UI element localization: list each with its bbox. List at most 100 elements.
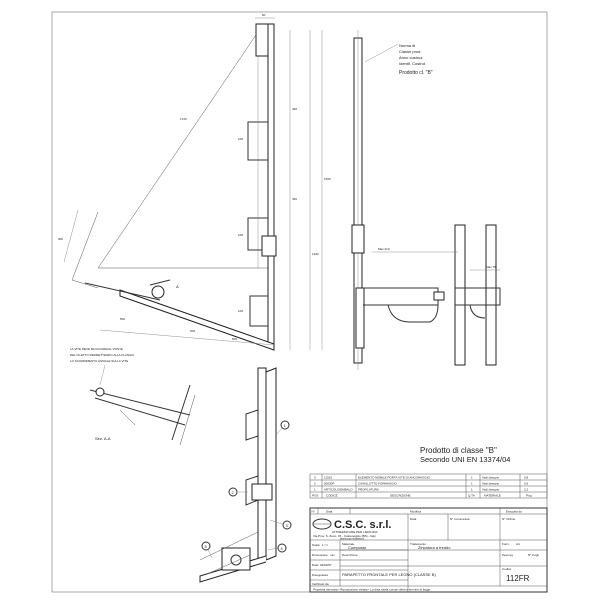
bracket-upper — [247, 121, 268, 161]
note-line-3: LO SCORRIMENTO ASSIALE SULLA VITE — [70, 359, 128, 363]
foglio-label: N° Fogli — [528, 553, 539, 557]
detail-post-left — [454, 224, 466, 366]
iso-bracket-2 — [245, 475, 259, 506]
bom-header-mat: MATERIALE — [484, 494, 501, 498]
field-data-value: 02/02/07 — [320, 563, 332, 567]
callout-line-3: Anno costruz. — [399, 55, 423, 60]
dim-board-length: 500 — [120, 317, 125, 321]
bracket-lower — [249, 295, 268, 327]
description-label: Descrizione — [342, 553, 358, 557]
construction-triangle — [97, 31, 272, 269]
approval-header-commessa: N° Commessa — [450, 517, 470, 521]
dim-top-width: 60 — [262, 13, 266, 17]
section-a-a-view: LA VITE DEVE BLOCCARE/AL PONTE DEL FILET… — [70, 347, 196, 446]
bracket-middle — [247, 217, 268, 251]
balloon-1-leader — [275, 427, 283, 436]
dim-offset-2: 100 — [238, 233, 243, 237]
rev-header-n: N° — [312, 510, 316, 514]
field-designer-label: Disegnatore — [312, 573, 329, 577]
dim-height-2: 460 — [292, 197, 297, 201]
balloon-1-text: 1 — [284, 423, 287, 428]
bom-row-2-pos: 1 — [314, 488, 316, 492]
balloon-3 — [282, 520, 292, 530]
iso-post — [257, 367, 267, 559]
screw-clamp — [151, 285, 165, 299]
product-class-subtitle: Secondo UNI EN 13374/04 — [420, 455, 510, 464]
bom-row-1-mat: Vedi disegno — [482, 482, 500, 486]
material-value: Composto — [348, 545, 367, 550]
callout-line-2: Classe prod. — [399, 49, 421, 54]
dim-height-3: 1200 — [312, 252, 319, 256]
bom-row-0-desc: ELEMENTO MOBILE PORTA VITE DI ANCORAGGIO — [358, 476, 431, 480]
bom-row-2-mat: Vedi disegno — [482, 488, 500, 492]
section-screw-head — [95, 387, 105, 397]
dim-total-height: 1500 — [324, 177, 331, 181]
balloon-4-text: 4 — [281, 546, 284, 551]
clamp-detail-left: Max 210 — [363, 224, 466, 366]
note-line-1: LA VITE DEVE BLOCCARE/AL PONTE — [70, 347, 123, 351]
weight-label: Peso kg — [502, 553, 513, 557]
bom-header-code: CODICE — [326, 494, 338, 498]
bom-row-0-kg: 0,8 — [524, 476, 529, 480]
callout-product: Prodotto cl. "B" — [399, 70, 433, 76]
base-arm — [119, 289, 275, 351]
field-verified-label: Verificato da — [312, 582, 329, 586]
field-dim-value: mm — [330, 553, 335, 557]
iso-board-edge — [204, 554, 251, 576]
iso-screw-clamp — [221, 547, 251, 571]
dim-detail-right: Max 75 — [486, 265, 496, 269]
detail-nut — [433, 291, 445, 301]
iso-board — [199, 531, 259, 561]
bom-table: 3 11515 ELEMENTO MOBILE PORTA VITE DI AN… — [309, 473, 548, 499]
dim-diagonal: 1720 — [180, 117, 187, 121]
section-bar-bottom — [94, 397, 186, 426]
field-scala-label: Scala — [312, 543, 320, 547]
section-screw-thread — [179, 394, 196, 446]
balloon-1 — [280, 420, 290, 430]
rev-header-data: Data — [326, 510, 333, 514]
clamp-block-main — [261, 235, 277, 257]
format-value: A4 — [516, 542, 520, 546]
balloon-5-leader — [207, 549, 213, 559]
dim-line-board — [63, 209, 79, 263]
bom-row-2-kg: 2,2 — [524, 488, 529, 492]
treatment-label: Trattamento — [410, 542, 426, 546]
dim-line-base — [99, 329, 276, 346]
detail-u-bolt-right — [469, 304, 486, 319]
dim-detail-width: Max 210 — [378, 247, 390, 251]
bom-row-0-code: 11515 — [324, 476, 332, 480]
isometric-view: 1 2 3 4 5 — [199, 367, 292, 583]
company-logo-icon — [312, 518, 332, 530]
balloon-3-leader — [269, 519, 283, 525]
callout-line-1: Norma di — [399, 43, 415, 48]
detail-bracket-right — [455, 287, 501, 306]
material-label: Materiale — [342, 542, 355, 546]
balloon-2 — [228, 487, 238, 497]
dim-board-width: 300 — [58, 237, 63, 241]
balloon-4 — [277, 543, 287, 553]
rev-header-modifica: Modifica — [410, 510, 422, 514]
bom-row-0-mat: Vedi disegno — [482, 476, 500, 480]
bom-row-1-desc: CAVALLOTTO FORMAGGIO — [358, 482, 398, 486]
side-clamp — [351, 224, 365, 254]
company-info: Via Prov. S. Zeno, 36 - Castenedolo (BS)… — [313, 534, 376, 538]
dim-base-b: 600 — [232, 337, 237, 341]
bom-row-0-qty: 1 — [471, 476, 473, 480]
bom-row-1-code: 50030P — [324, 482, 334, 486]
side-lower — [355, 287, 365, 349]
bom-header-qty: Q.TA — [468, 494, 475, 498]
detail-u-bolt — [387, 304, 439, 323]
treatment-value: Zincatura a freddo — [418, 545, 451, 550]
bom-header-pos: POS — [312, 494, 318, 498]
company-web: www.csc-edilizia.it — [340, 537, 364, 541]
clamp-detail-right: Max 75 — [455, 224, 501, 366]
footer-note: Proprietà riservata • Riproduzione vieta… — [313, 588, 430, 592]
section-label: Sez. A-A — [95, 436, 111, 441]
title-block: N° Data Modifica Eseguita da C.S.C. s.r.… — [309, 507, 548, 593]
field-scala-value: 1 / 1 — [322, 543, 328, 547]
detail-post-right — [485, 224, 497, 366]
balloon-2-text: 2 — [232, 490, 235, 495]
note-line-2: DEL FILETTO PERMETTENDO ALLA FLANGIA — [70, 353, 134, 357]
screw-handle — [149, 279, 171, 286]
